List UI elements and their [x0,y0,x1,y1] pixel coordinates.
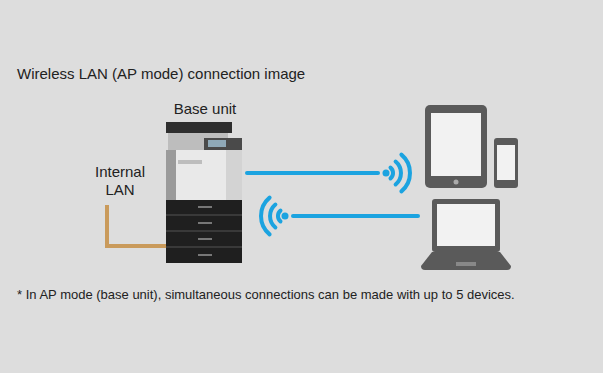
device-unit: Base unit [158,100,252,265]
diagram-title: Wireless LAN (AP mode) connection image [17,65,305,83]
laptop-icon [421,199,511,270]
wire-label: Internal LAN [86,163,154,199]
wireless-signal [247,155,418,235]
footnote: * In AP mode (base unit), simultaneous c… [17,286,515,304]
lan-cable [107,205,166,246]
phone-icon [494,138,518,188]
tablet-icon [425,105,487,188]
signal-dot [383,170,390,177]
copier-illustration [166,122,242,263]
unit-label: Base unit [158,100,252,118]
signal-dot [282,213,289,220]
